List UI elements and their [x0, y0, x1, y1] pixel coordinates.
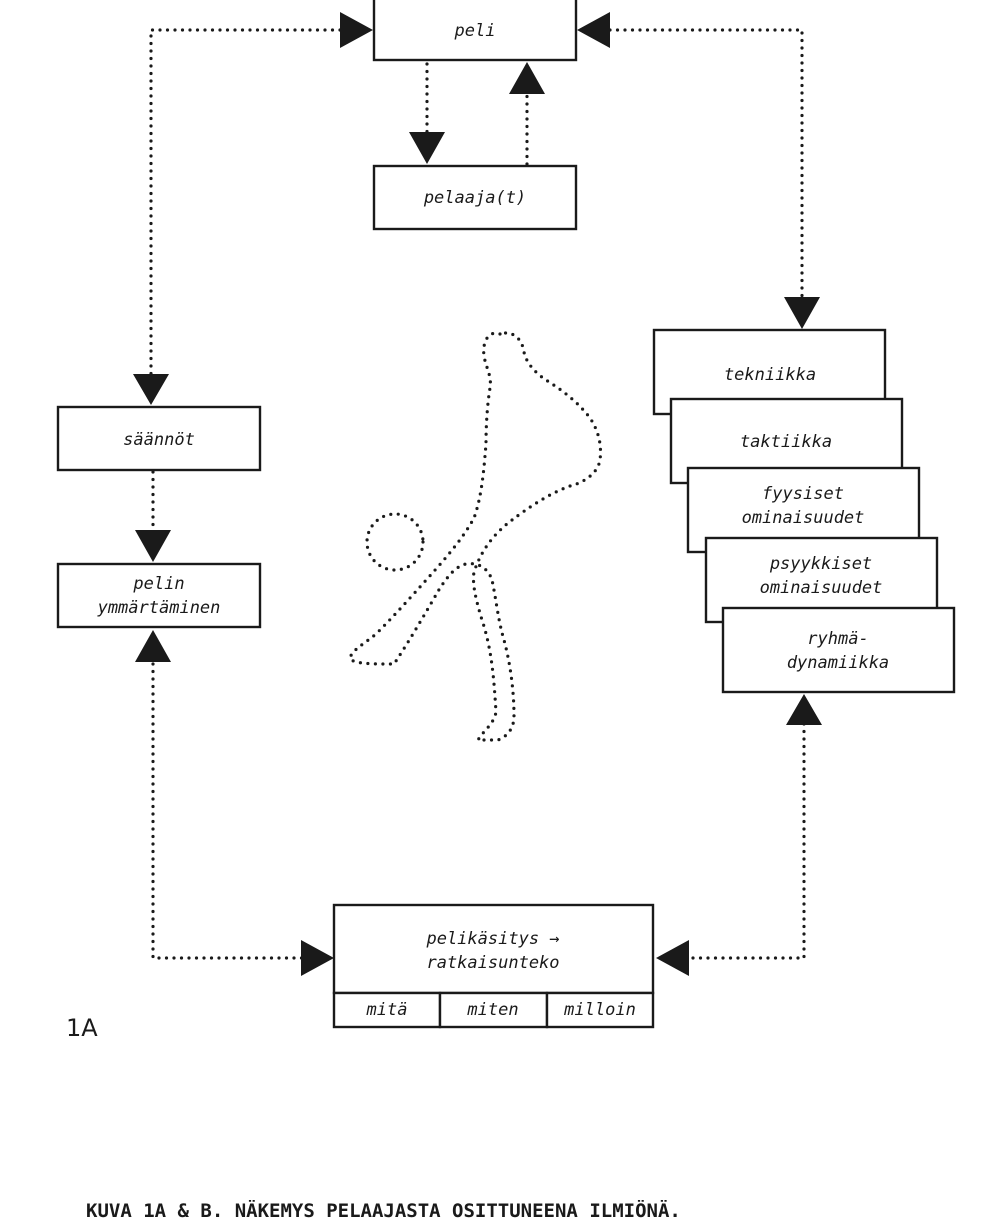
ball-icon	[365, 512, 425, 572]
cell-milloin: milloin	[563, 1000, 636, 1020]
node-pelaajat: pelaaja(t)	[372, 164, 578, 231]
arrow-into-peli-left	[340, 12, 373, 48]
node-pelin-ymmartaminen: pelin ymmärtäminen	[56, 562, 262, 629]
node-pelikasitys-subcells: mitä miten milloin	[332, 991, 655, 1029]
node-fyysiset-label-2: ominaisuudet	[742, 508, 865, 528]
node-pelin-label-2: ymmärtäminen	[97, 598, 221, 618]
node-peli: peli	[372, 0, 578, 62]
arrow-out-pelin	[135, 630, 171, 662]
node-pelikasitys-label-2: ratkaisunteko	[426, 953, 559, 973]
arrowheads	[133, 12, 822, 976]
node-pelikasitys: pelikäsitys → ratkaisunteko	[332, 903, 655, 995]
connectors	[149, 28, 806, 960]
node-saannot-label: säännöt	[123, 430, 195, 450]
figure-caption: KUVA 1A & B. NÄKEMYS PELAAJASTA OSITTUNE…	[86, 1200, 681, 1222]
arrow-out-ryhma	[786, 694, 822, 725]
node-tekniikka-label: tekniikka	[724, 365, 816, 385]
connector-ryhma-pelikasitys	[688, 722, 806, 960]
node-ryhma-label-2: dynamiikka	[787, 653, 889, 673]
node-pelikasitys-label-1: pelikäsitys →	[425, 929, 559, 949]
arrow-into-pelin	[135, 530, 171, 562]
node-peli-label: peli	[454, 21, 496, 41]
panel-label: 1A	[66, 1014, 98, 1042]
node-saannot: säännöt	[56, 405, 262, 472]
node-pelaajat-label: pelaaja(t)	[423, 188, 526, 208]
arrow-into-peli-bottom	[509, 62, 545, 94]
node-taktiikka-label: taktiikka	[740, 432, 832, 452]
connector-pelin-pelikasitys	[151, 662, 304, 960]
player-outline	[348, 331, 603, 742]
arrow-into-saannot	[133, 374, 169, 405]
connector-peli-tekniikka	[608, 28, 804, 300]
arrow-into-tekniikka	[784, 297, 820, 329]
arrow-into-pelikasitys-left	[301, 940, 334, 976]
node-psyykkiset-label-2: ominaisuudet	[760, 578, 883, 598]
player-silhouette-icon	[348, 331, 603, 742]
cell-miten: miten	[466, 1000, 518, 1020]
node-fyysiset-label-1: fyysiset	[762, 484, 844, 504]
arrow-into-pelaajat	[409, 132, 445, 164]
arrow-into-peli-right	[577, 12, 610, 48]
node-psyykkiset-label-1: psyykkiset	[769, 554, 872, 574]
connector-peli-saannot	[149, 28, 342, 378]
node-ryhma-label-1: ryhmä-	[807, 629, 868, 649]
node-ryhmadynamiikka: ryhmä- dynamiikka	[721, 606, 956, 694]
cell-mita: mitä	[366, 1000, 408, 1020]
arrow-into-pelikasitys-right	[656, 940, 689, 976]
node-pelin-label-1: pelin	[132, 574, 184, 594]
